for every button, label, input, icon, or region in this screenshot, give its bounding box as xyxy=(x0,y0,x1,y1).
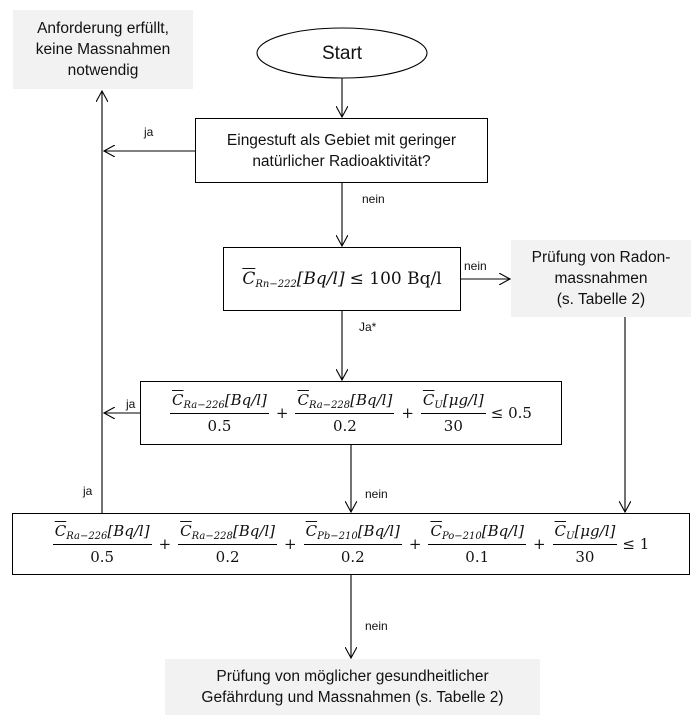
label-radon-no: nein xyxy=(464,259,487,273)
term-denominator: 30 xyxy=(443,417,463,435)
term-denominator: 0.2 xyxy=(340,548,365,566)
sum-small-term: CRa−228[Bq/l] 0.2 xyxy=(295,391,395,435)
decision-sum-ra-u: CRa−226[Bq/l] 0.5 + CRa−228[Bq/l] 0.2 + … xyxy=(140,381,562,445)
sum-full-term: CRa−226[Bq/l] 0.5 xyxy=(52,522,152,566)
sum-full-term: CPb−210[Bq/l] 0.2 xyxy=(303,522,402,566)
term-subscript: Ra−228 xyxy=(191,531,233,542)
decision-sum-all-nuclides: CRa−226[Bq/l] 0.5 + CRa−228[Bq/l] 0.2 + … xyxy=(12,513,690,575)
radon-measures-line: (s. Tabelle 2) xyxy=(556,291,646,308)
plus-sign: + xyxy=(275,404,289,422)
decision-line: natürlicher Radioaktivität? xyxy=(252,152,431,170)
radon-symbol: C xyxy=(242,268,256,289)
term-symbol: C xyxy=(554,522,567,540)
plus-sign: + xyxy=(401,404,414,422)
term-unit: [μg/l] xyxy=(574,522,616,540)
sum-full-relation: ≤ 1 xyxy=(622,535,650,553)
plus-sign: + xyxy=(284,535,297,553)
radon-measures-line: Prüfung von Radon- xyxy=(531,249,671,266)
radon-unit: [Bq/l] xyxy=(296,268,345,289)
radon-measures-check: Prüfung von Radon- massnahmen (s. Tabell… xyxy=(511,240,691,317)
term-denominator: 0.1 xyxy=(465,548,490,566)
health-check-line: Prüfung von möglicher gesundheitlicher xyxy=(216,668,489,685)
plus-sign: + xyxy=(158,535,172,553)
start-label: Start xyxy=(321,42,363,64)
term-unit: [Bq/l] xyxy=(224,391,267,409)
term-symbol: C xyxy=(297,391,309,409)
term-unit: [Bq/l] xyxy=(232,522,276,540)
term-subscript: Ra−226 xyxy=(66,531,108,542)
plus-sign: + xyxy=(532,535,546,553)
term-symbol: C xyxy=(180,522,192,540)
term-denominator: 0.5 xyxy=(90,548,115,566)
decision-low-radioactivity-region: Eingestuft als Gebiet mit geringer natür… xyxy=(195,118,488,183)
term-subscript: U xyxy=(434,400,443,411)
radon-measures-line: massnahmen xyxy=(554,270,648,287)
radon-relation: ≤ 100 Bq/l xyxy=(349,269,442,289)
term-unit: [Bq/l] xyxy=(350,391,393,409)
term-subscript: Po−210 xyxy=(441,531,482,542)
sum-full-term: CU[μg/l] 30 xyxy=(552,522,618,566)
result-line: Anforderung erfüllt, xyxy=(37,20,169,37)
label-sum-full-no: nein xyxy=(365,619,388,633)
label-radon-yes: Ja* xyxy=(359,320,377,334)
term-unit: [μg/l] xyxy=(442,391,484,409)
term-unit: [Bq/l] xyxy=(107,522,150,540)
start-node: Start xyxy=(257,28,427,78)
sum-small-term: CU[μg/l] 30 xyxy=(420,391,486,435)
term-subscript: Ra−226 xyxy=(183,400,225,411)
label-sum-small-yes: ja xyxy=(126,397,136,411)
result-requirement-fulfilled: Anforderung erfüllt, keine Massnahmen no… xyxy=(13,10,193,89)
label-region-no: nein xyxy=(362,192,385,206)
label-sum-full-yes: ja xyxy=(83,484,93,498)
label-sum-small-no: nein xyxy=(365,487,388,501)
term-symbol: C xyxy=(422,391,435,409)
term-unit: [Bq/l] xyxy=(357,522,400,540)
term-denominator: 0.2 xyxy=(332,417,357,435)
label-region-yes: ja xyxy=(144,125,154,139)
term-unit: [Bq/l] xyxy=(481,522,524,540)
sum-small-term: CRa−226[Bq/l] 0.5 xyxy=(170,391,269,435)
decision-radon-concentration: CRn−222[Bq/l] ≤ 100 Bq/l xyxy=(223,247,461,311)
sum-full-term: CPo−210[Bq/l] 0.1 xyxy=(428,522,526,566)
health-risk-check: Prüfung von möglicher gesundheitlicher G… xyxy=(165,659,540,715)
term-symbol: C xyxy=(54,522,67,540)
term-symbol: C xyxy=(172,391,184,409)
term-denominator: 30 xyxy=(575,548,595,566)
result-line: keine Massnahmen xyxy=(35,41,171,58)
sum-full-term: CRa−228[Bq/l] 0.2 xyxy=(178,522,278,566)
radon-subscript: Rn−222 xyxy=(255,278,297,290)
term-symbol: C xyxy=(305,522,318,540)
plus-sign: + xyxy=(408,535,422,553)
health-check-line: Gefährdung und Massnahmen (s. Tabelle 2) xyxy=(201,689,504,706)
term-subscript: Ra−228 xyxy=(308,400,351,411)
sum-small-relation: ≤ 0.5 xyxy=(490,404,532,422)
term-subscript: Pb−210 xyxy=(317,531,358,542)
term-denominator: 0.2 xyxy=(215,548,240,566)
term-denominator: 0.5 xyxy=(207,417,232,435)
term-symbol: C xyxy=(430,522,442,540)
term-subscript: U xyxy=(566,531,575,542)
result-line: notwendig xyxy=(67,62,139,79)
decision-line: Eingestuft als Gebiet mit geringer xyxy=(226,131,457,149)
